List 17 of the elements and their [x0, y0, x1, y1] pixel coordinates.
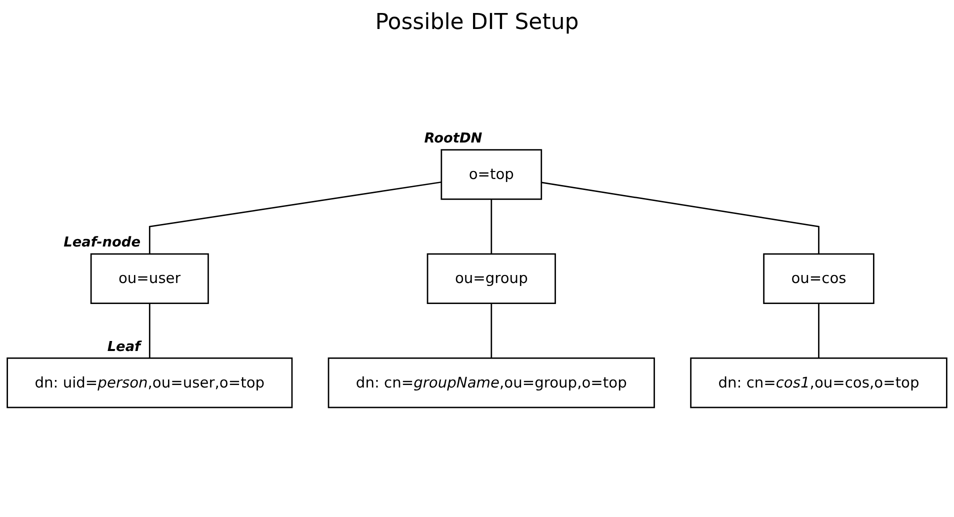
connector	[818, 303, 820, 358]
connector	[148, 181, 442, 254]
node-caption: Leaf-node	[64, 234, 140, 251]
node-box: ou=group	[426, 253, 556, 304]
connector	[148, 303, 150, 358]
connector	[490, 199, 492, 254]
node-box: ou=cos	[763, 253, 874, 304]
node-box: dn: cn=groupName,ou=group,o=top	[328, 357, 655, 408]
node-box: ou=user	[90, 253, 209, 304]
connector	[490, 303, 492, 358]
node-box: dn: uid=person,ou=user,o=top	[6, 357, 293, 408]
node-caption: RootDN	[424, 130, 482, 147]
node-box: o=top	[440, 149, 542, 200]
node-box: dn: cn=cos1,ou=cos,o=top	[690, 357, 948, 408]
diagram-title: Possible DIT Setup	[374, 10, 580, 35]
connector	[541, 182, 820, 254]
node-caption: Leaf	[107, 338, 140, 355]
